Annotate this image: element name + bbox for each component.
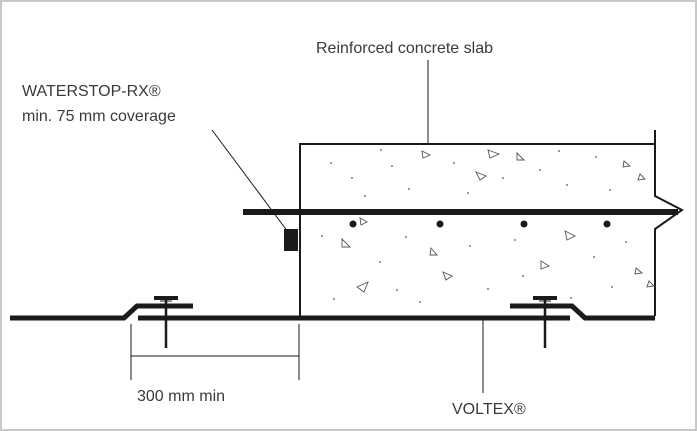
voltex-label: VOLTEX® [452,401,526,418]
waterstop-label-line1: WATERSTOP-RX® [22,83,161,100]
concrete-slab-outline [299,130,684,316]
rebar-cross-sections [349,220,611,228]
fastener-right [533,296,557,348]
waterstop-label-line2: min. 75 mm coverage [22,108,176,125]
voltex-membrane-right [510,303,655,321]
overlap-label: 300 mm min [137,388,225,405]
overlap-dimension [130,324,300,380]
waterstop-block [284,229,298,251]
fastener-left [154,296,178,348]
concrete-aggregate-texture [341,149,655,293]
concrete-stipple-dots [321,149,627,303]
waterstop-leader [211,129,289,233]
slab-label: Reinforced concrete slab [316,40,493,57]
